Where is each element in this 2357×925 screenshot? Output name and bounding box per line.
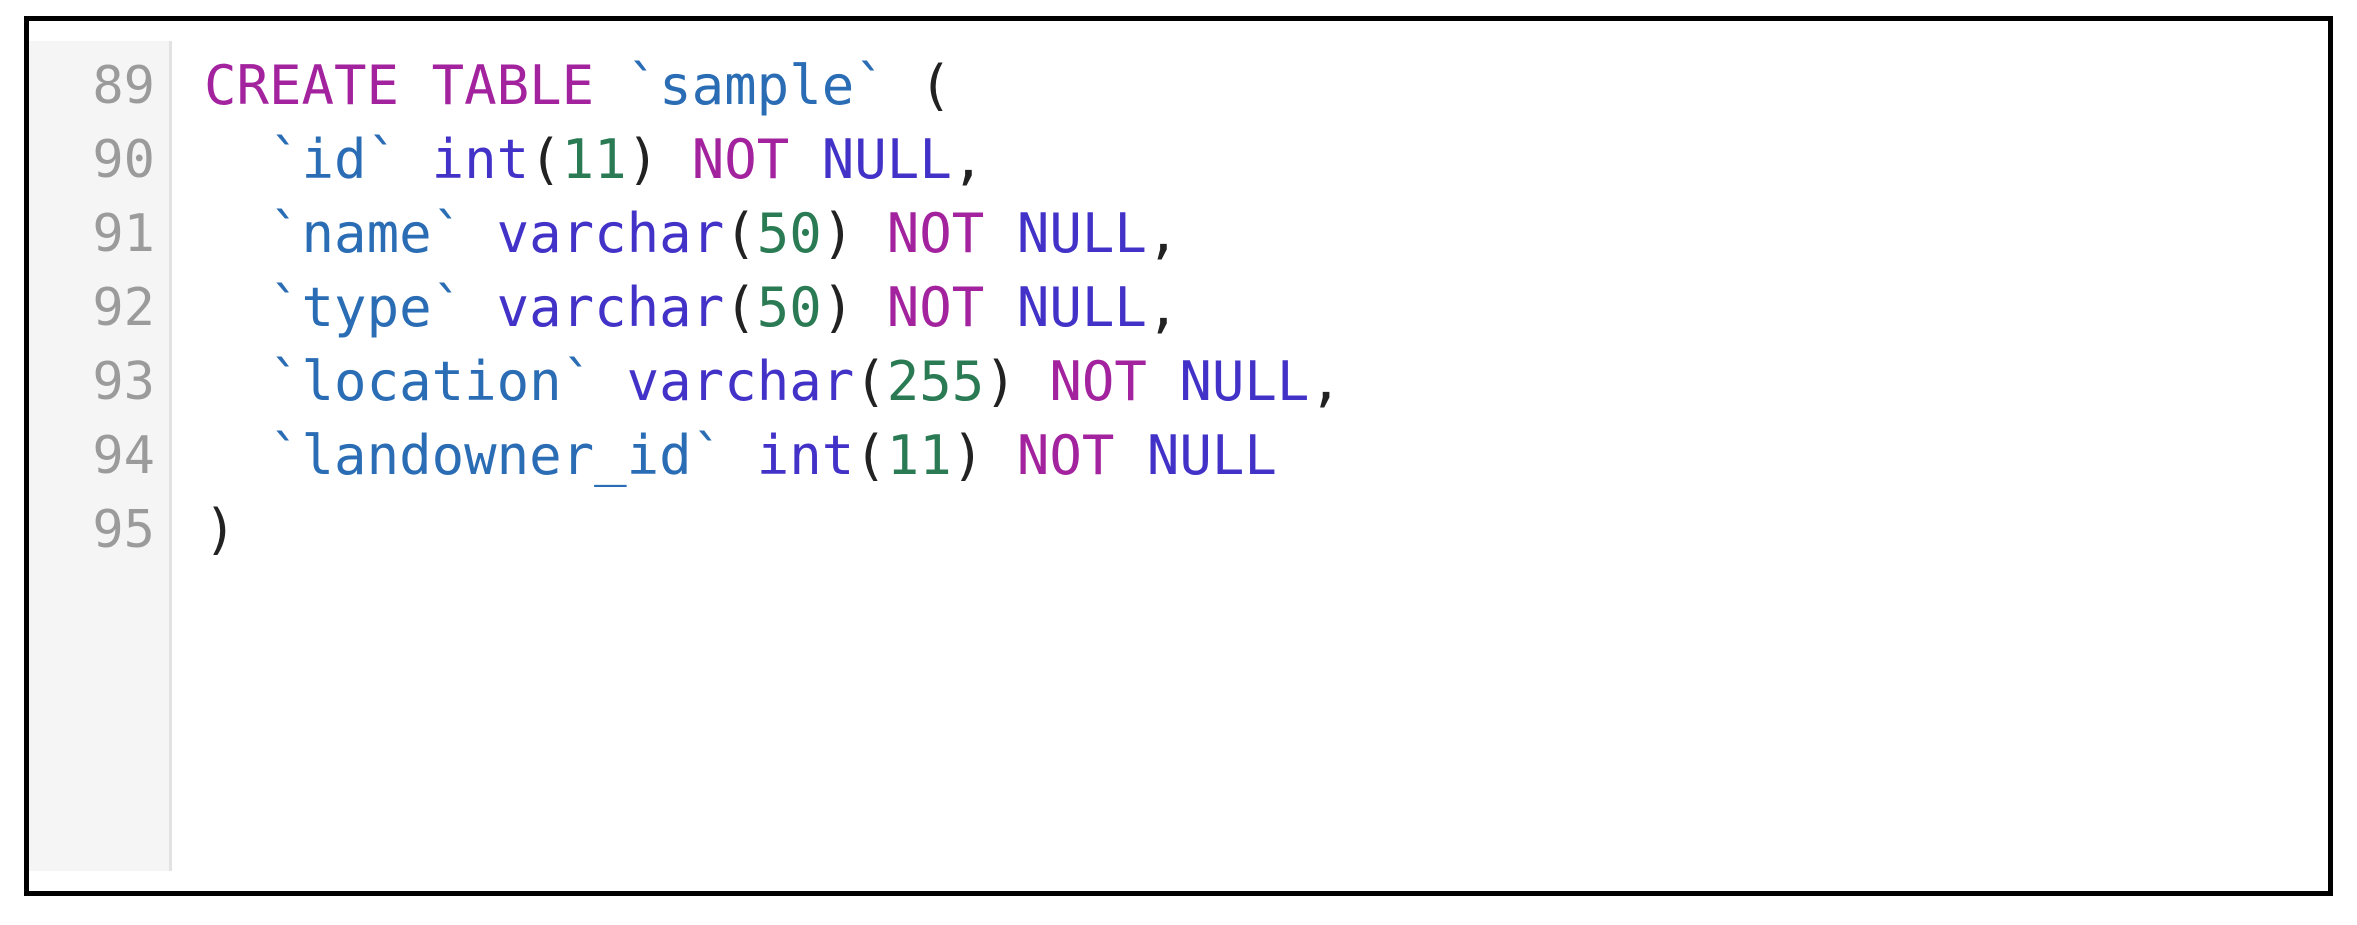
code-token-type: NULL — [1016, 276, 1147, 339]
code-token-plain — [204, 128, 269, 191]
code-token-number: 11 — [886, 424, 952, 487]
code-token-punct: ) — [821, 202, 855, 265]
code-line[interactable]: `name` varchar(50) NOT NULL, — [204, 197, 2328, 271]
code-token-ident: `id` — [269, 128, 400, 191]
code-token-plain — [1147, 350, 1180, 413]
code-token-keyword: NOT — [1049, 350, 1147, 413]
code-token-type: varchar — [496, 276, 725, 339]
code-token-punct: ( — [854, 350, 887, 413]
code-block-inner: 89 90 91 92 93 94 95 CREATE TABLE `sample` ( `… — [29, 21, 2328, 891]
code-token-punct: , — [1146, 202, 1180, 265]
code-line[interactable]: `type` varchar(50) NOT NULL, — [204, 271, 2328, 345]
code-token-keyword: NOT — [691, 128, 790, 191]
code-token-ident: `type` — [269, 276, 465, 339]
code-token-number: 50 — [756, 202, 822, 265]
line-number: 89 — [92, 56, 155, 116]
code-token-type: NULL — [1179, 350, 1310, 413]
code-token-plain — [887, 54, 920, 117]
code-token-plain — [984, 276, 1017, 339]
code-token-type: NULL — [1146, 424, 1277, 487]
line-number: 92 — [92, 278, 155, 338]
code-token-plain — [984, 202, 1017, 265]
code-token-plain — [1017, 350, 1050, 413]
code-token-punct: , — [1309, 350, 1342, 413]
code-token-plain — [594, 350, 627, 413]
code-token-keyword: NOT — [886, 202, 985, 265]
code-token-number: 50 — [756, 276, 822, 339]
line-number-gutter: 89 90 91 92 93 94 95 — [29, 41, 172, 871]
line-number: 95 — [92, 500, 155, 560]
code-token-punct: , — [951, 128, 985, 191]
code-token-plain — [854, 202, 887, 265]
code-token-type: varchar — [496, 202, 725, 265]
code-token-plain — [854, 276, 887, 339]
code-token-punct: ( — [724, 202, 757, 265]
code-token-plain — [789, 128, 822, 191]
code-token-type: int — [431, 128, 530, 191]
code-token-plain — [464, 276, 497, 339]
code-token-ident: `landowner_id` — [269, 424, 725, 487]
code-token-keyword: NOT — [886, 276, 985, 339]
code-token-keyword: CREATE TABLE — [204, 54, 627, 117]
code-token-punct: ( — [854, 424, 887, 487]
line-number: 90 — [92, 130, 155, 190]
code-line[interactable]: ) — [204, 493, 2328, 567]
line-number: 93 — [92, 352, 155, 412]
code-token-type: varchar — [626, 350, 855, 413]
code-token-plain — [204, 202, 269, 265]
code-token-plain — [399, 128, 432, 191]
code-token-punct: ) — [984, 350, 1017, 413]
code-token-plain — [724, 424, 757, 487]
code-token-punct: ( — [724, 276, 757, 339]
line-number: 94 — [92, 426, 155, 486]
code-token-type: int — [756, 424, 855, 487]
code-token-ident: `name` — [269, 202, 465, 265]
code-token-type: NULL — [821, 128, 952, 191]
code-token-punct: ( — [919, 54, 952, 117]
code-token-ident: `location` — [269, 350, 595, 413]
code-token-plain — [984, 424, 1017, 487]
code-token-plain — [659, 128, 692, 191]
code-line[interactable]: CREATE TABLE `sample` ( — [204, 49, 2328, 123]
code-token-plain — [204, 350, 269, 413]
code-token-type: NULL — [1016, 202, 1147, 265]
line-number: 91 — [92, 204, 155, 264]
code-token-plain — [464, 202, 497, 265]
code-token-plain — [204, 276, 269, 339]
code-token-punct: ( — [529, 128, 562, 191]
code-token-punct: ) — [204, 498, 237, 561]
code-line[interactable]: `location` varchar(255) NOT NULL, — [204, 345, 2328, 419]
code-token-number: 11 — [561, 128, 627, 191]
code-token-plain — [1114, 424, 1147, 487]
code-token-punct: ) — [951, 424, 985, 487]
code-token-punct: ) — [626, 128, 660, 191]
code-token-punct: ) — [821, 276, 855, 339]
code-token-punct: , — [1146, 276, 1180, 339]
code-token-keyword: NOT — [1016, 424, 1115, 487]
code-block-frame: 89 90 91 92 93 94 95 CREATE TABLE `sample` ( `… — [24, 16, 2333, 896]
code-text-column[interactable]: CREATE TABLE `sample` ( `id` int(11) NOT… — [172, 41, 2328, 871]
code-token-ident: `sample` — [626, 54, 887, 117]
code-token-number: 255 — [886, 350, 985, 413]
code-line[interactable]: `id` int(11) NOT NULL, — [204, 123, 2328, 197]
code-token-plain — [204, 424, 269, 487]
code-line[interactable]: `landowner_id` int(11) NOT NULL — [204, 419, 2328, 493]
